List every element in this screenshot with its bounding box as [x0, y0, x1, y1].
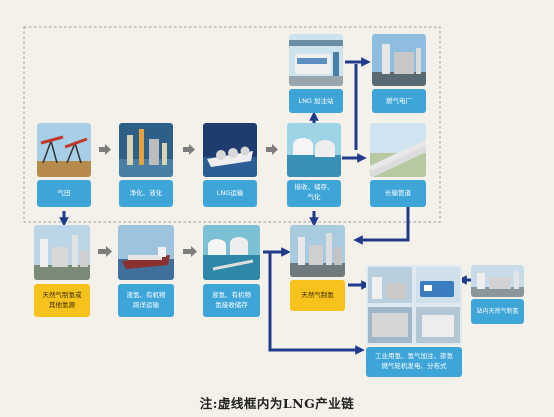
label-pipeline: 长输管道	[370, 180, 426, 207]
node-hydrogen-receiving: 液氢、有机物 氢接收储存	[203, 225, 260, 317]
tanker-ship-icon	[118, 225, 174, 280]
label-line: 氢接收储存	[215, 301, 248, 309]
label-refueling-station: LNG 加注站	[289, 89, 343, 113]
node-gas-to-hydrogen: 天然气制氢	[290, 225, 345, 311]
node-lng-transport: LNG运输	[203, 123, 257, 207]
label-lng-transport: LNG运输	[203, 180, 257, 207]
station-hydrogen-icon	[471, 265, 524, 297]
label-line: 跨洋运输	[133, 301, 159, 309]
label-line: 液氢、有机物	[212, 291, 251, 299]
storage-tank-icon	[287, 123, 341, 177]
gray-arrow-source-transport	[98, 246, 112, 257]
label-line: 气田	[57, 189, 71, 197]
label-line: 天然气制氢	[301, 291, 334, 299]
label-hydrogen-source: 天然气制氢或 其他氢源	[34, 284, 90, 317]
fueling-station-icon	[289, 34, 343, 86]
industrial-collage-icon	[366, 265, 462, 345]
label-line: 燃气轮机发电、分布式	[381, 362, 447, 370]
label-power-plant: 燃气电厂	[372, 89, 426, 113]
label-line: 气化	[307, 193, 321, 201]
label-gas-to-hydrogen: 天然气制氢	[290, 280, 345, 311]
pipeline-icon	[370, 123, 426, 177]
label-gas-field: 气田	[37, 180, 91, 207]
label-hydrogen-receiving: 液氢、有机物 氢接收储存	[203, 284, 260, 317]
label-line: 天然气制氢或	[42, 291, 82, 299]
node-refueling-station: LNG 加注站	[289, 34, 343, 113]
gray-arrow-gasfield-purification	[99, 144, 111, 155]
label-line: 燃气电厂	[386, 97, 412, 105]
node-industrial-use: 工业用氢、氢气加注、掺氢 燃气轮机发电、分布式	[366, 265, 462, 377]
oil-pump-icon	[37, 123, 91, 177]
navy-arrow-pipeline-to-gas-hydrogen	[353, 206, 410, 245]
label-line: LNG运输	[216, 189, 244, 197]
gray-arrow-transport-receiving	[266, 144, 278, 155]
power-plant-icon	[372, 34, 426, 86]
figure-caption: 注:虚线框内为LNG产业链	[199, 396, 355, 411]
node-pipeline: 长输管道	[370, 123, 426, 207]
navy-arrow-terminal-to-industrial	[268, 252, 365, 355]
node-liquid-hydrogen-transport: 液氢、有机物 跨洋运输	[118, 225, 174, 317]
label-liquid-hydrogen-transport: 液氢、有机物 跨洋运输	[118, 284, 174, 317]
label-line: 工业用氢、氢气加注、掺氢	[375, 352, 453, 360]
refinery-icon	[119, 123, 173, 177]
label-line: LNG 加注站	[298, 97, 334, 105]
node-receiving: 接收、储存、 气化	[287, 123, 341, 207]
node-gas-field: 气田	[37, 123, 91, 207]
hydrogen-terminal-icon	[203, 225, 260, 280]
label-line: 液氢、有机物	[126, 291, 166, 299]
label-station-hydrogen: 站内天然气制氢	[471, 299, 524, 324]
label-receiving: 接收、储存、 气化	[287, 180, 341, 207]
node-purification: 净化、液化	[119, 123, 173, 207]
label-line: 站内天然气制氢	[476, 308, 519, 315]
lng-carrier-icon	[203, 123, 257, 177]
node-hydrogen-source: 天然气制氢或 其他氢源	[34, 225, 90, 317]
label-line: 长输管道	[385, 189, 411, 197]
gray-arrow-transport-terminal	[183, 246, 197, 257]
label-line: 净化、液化	[129, 189, 163, 197]
reformer-plant-icon	[290, 225, 345, 277]
label-line: 接收、储存、	[294, 183, 334, 191]
label-purification: 净化、液化	[119, 180, 173, 207]
node-station-hydrogen: 站内天然气制氢	[471, 265, 524, 324]
hydrogen-plant-icon	[34, 225, 90, 280]
gray-arrow-purification-transport	[183, 144, 195, 155]
label-industrial-use: 工业用氢、氢气加注、掺氢 燃气轮机发电、分布式	[366, 347, 462, 377]
label-line: 其他氢源	[49, 301, 75, 309]
node-power-plant: 燃气电厂	[372, 34, 426, 113]
